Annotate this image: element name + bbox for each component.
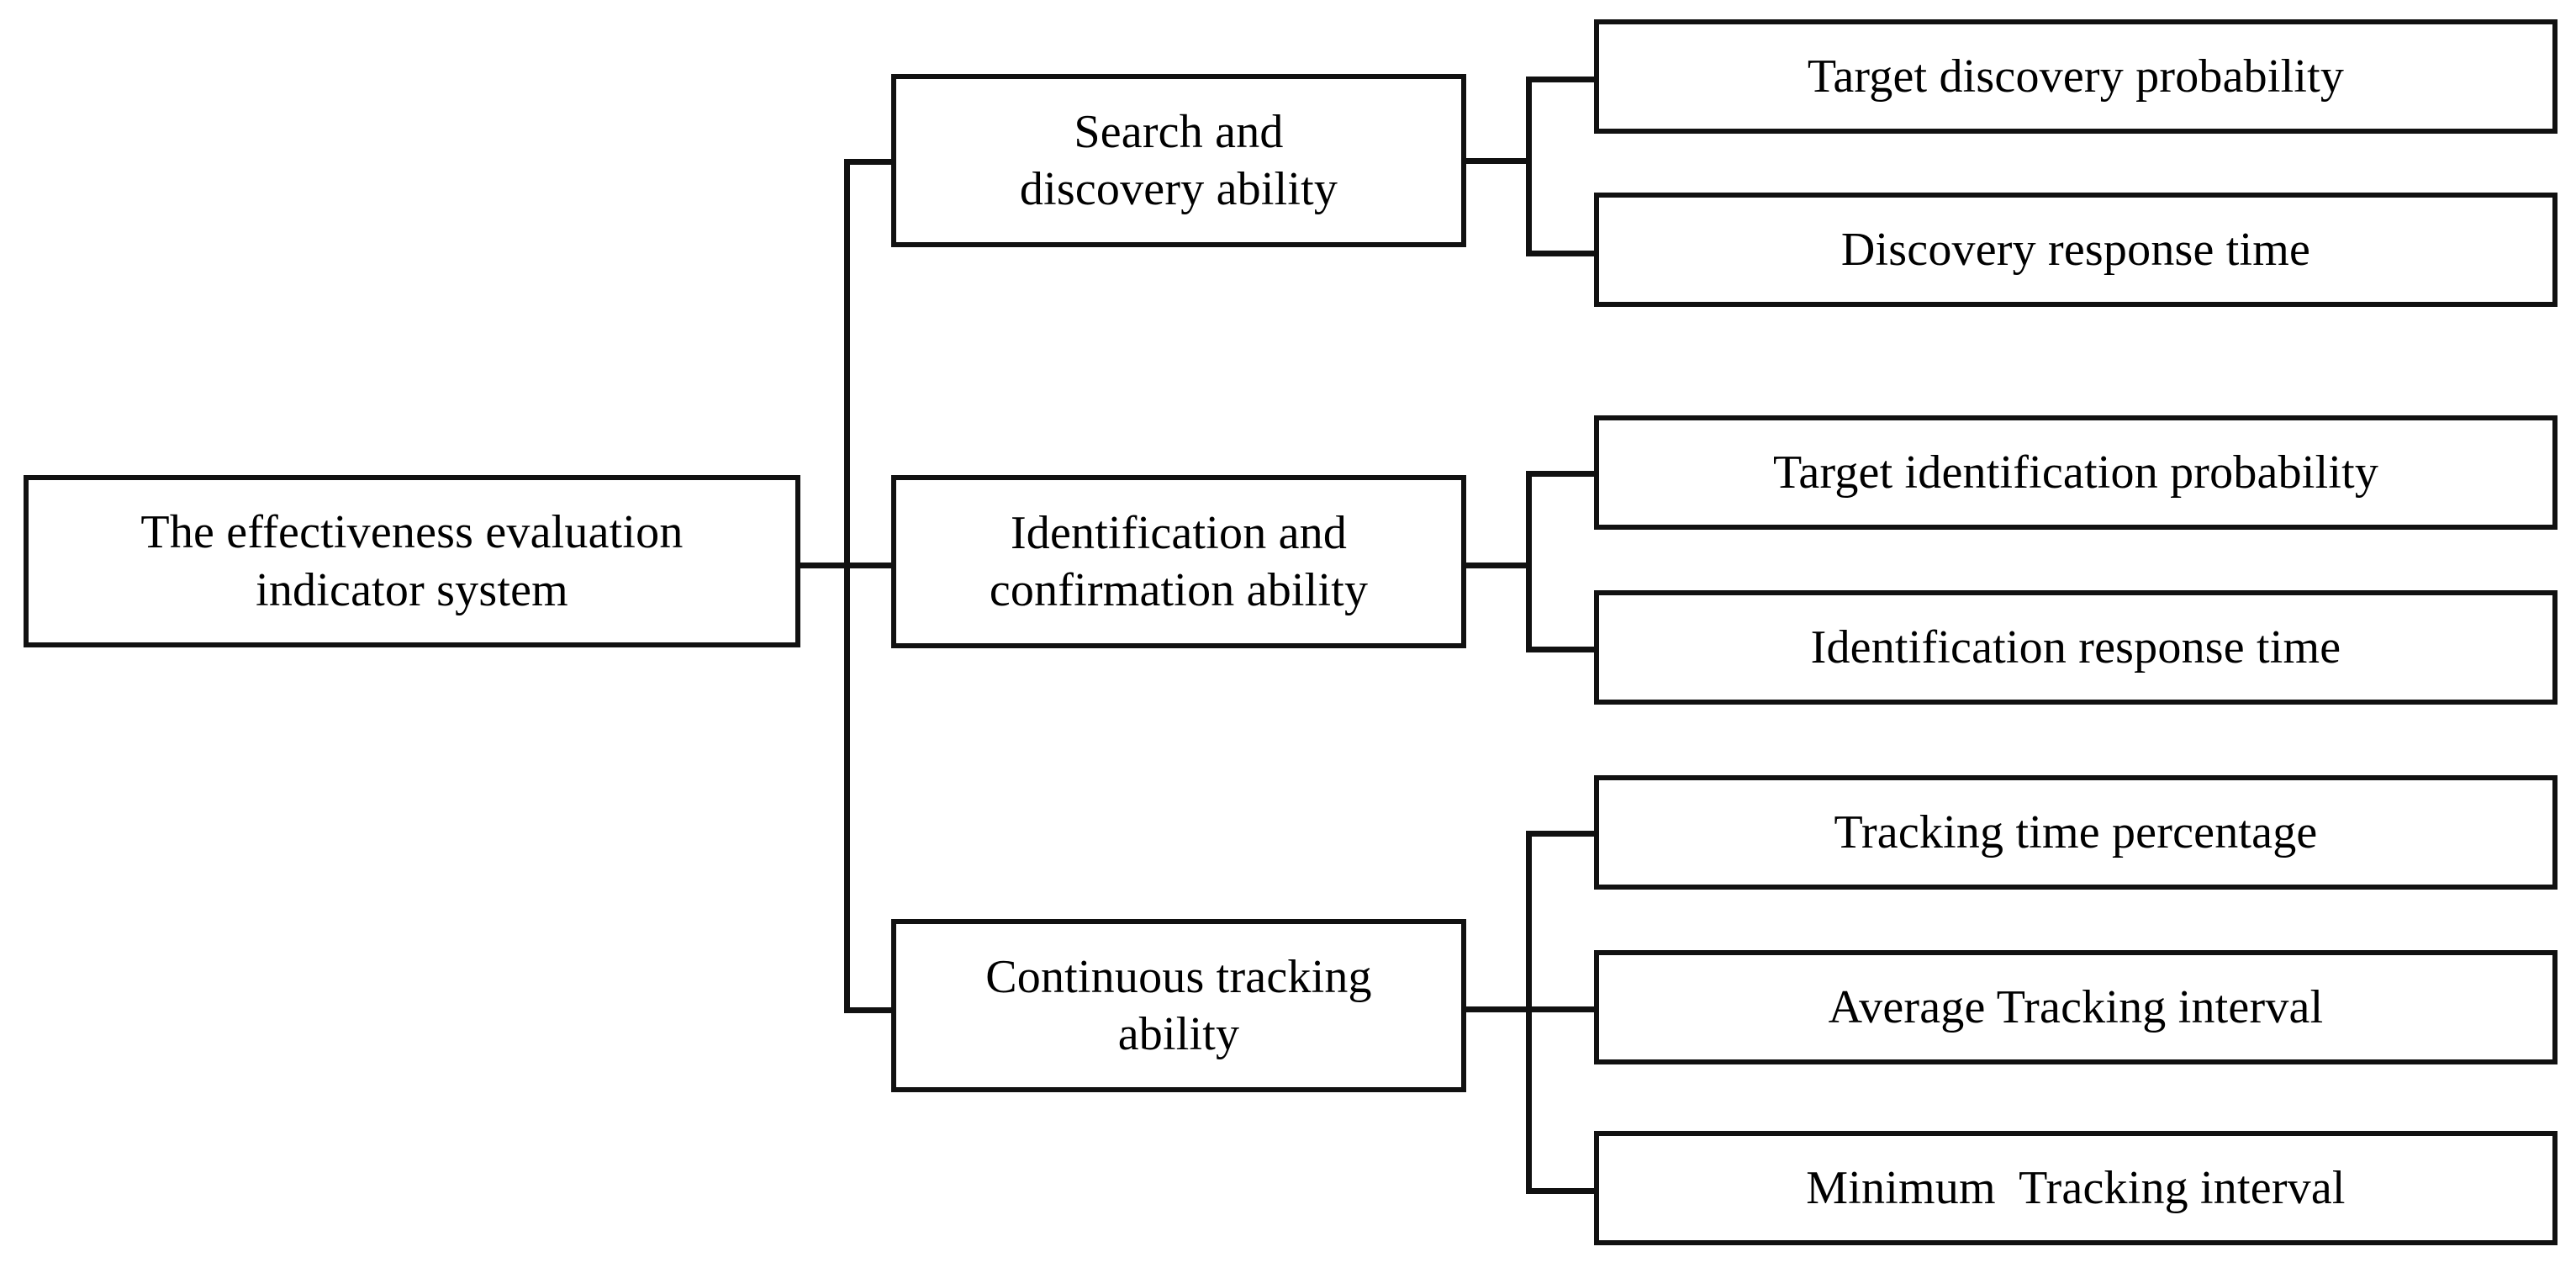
connector-trunk-to-branch-1 [844, 159, 895, 165]
branch-node-identification-and-confirmation-ability[interactable]: Identification and confirmation ability [891, 475, 1466, 648]
connector-branch-3-to-subtrunk [1466, 1006, 1532, 1012]
leaf-node-discovery-response-time[interactable]: Discovery response time [1594, 193, 2558, 307]
connector-trunk-to-branch-2 [844, 563, 895, 568]
connector-subtrunk-branch-1 [1526, 77, 1532, 256]
connector-subtrunk-to-leaf-average-tracking-interval [1526, 1006, 1597, 1012]
leaf-node-minimum-tracking-interval[interactable]: Minimum Tracking interval [1594, 1131, 2558, 1245]
leaf-node-identification-response-time[interactable]: Identification response time [1594, 590, 2558, 705]
connector-subtrunk-to-leaf-target-identification-probability [1526, 471, 1597, 477]
connector-subtrunk-to-leaf-identification-response-time [1526, 647, 1597, 652]
connector-subtrunk-to-leaf-discovery-response-time [1526, 251, 1597, 256]
connector-subtrunk-branch-2 [1526, 471, 1532, 652]
leaf-node-average-tracking-interval[interactable]: Average Tracking interval [1594, 950, 2558, 1064]
connector-subtrunk-branch-3 [1526, 831, 1532, 1194]
connector-branch-2-to-subtrunk [1466, 563, 1532, 568]
connector-subtrunk-to-leaf-tracking-time-percentage [1526, 831, 1597, 837]
branch-node-search-and-discovery-ability[interactable]: Search and discovery ability [891, 74, 1466, 247]
leaf-node-target-identification-probability[interactable]: Target identification probability [1594, 415, 2558, 530]
connector-root-to-trunk [799, 563, 849, 568]
leaf-node-target-discovery-probability[interactable]: Target discovery probability [1594, 19, 2558, 134]
root-node-effectiveness-evaluation-indicator-system[interactable]: The effectiveness evaluation indicator s… [24, 475, 800, 647]
leaf-node-tracking-time-percentage[interactable]: Tracking time percentage [1594, 775, 2558, 890]
connector-subtrunk-to-leaf-target-discovery-probability [1526, 77, 1597, 82]
connector-main-trunk [844, 159, 850, 1013]
connector-branch-1-to-subtrunk [1466, 158, 1532, 164]
connector-subtrunk-to-leaf-minimum-tracking-interval [1526, 1188, 1597, 1194]
connector-trunk-to-branch-3 [844, 1007, 895, 1013]
branch-node-continuous-tracking-ability[interactable]: Continuous tracking ability [891, 919, 1466, 1092]
